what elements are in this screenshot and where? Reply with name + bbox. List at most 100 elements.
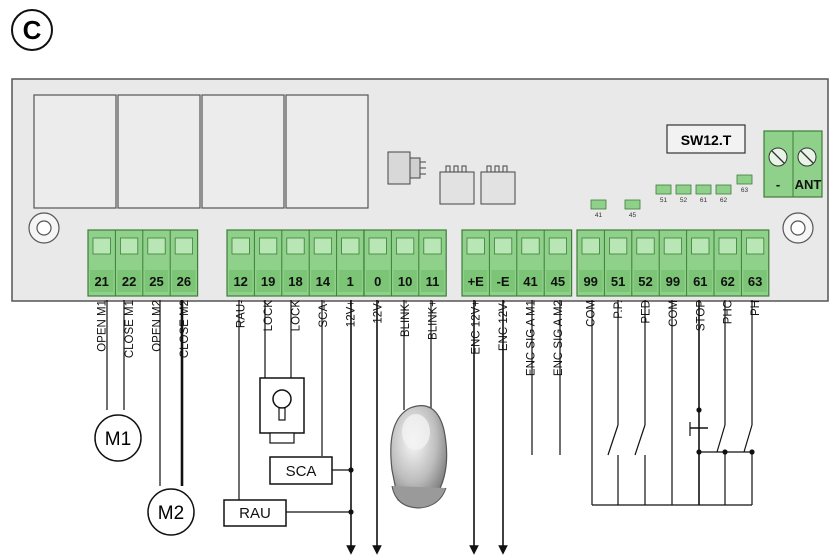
antenna-ant-label: ANT: [795, 177, 822, 192]
input-contacts: [591, 300, 755, 506]
control-board: SW12.T - ANT 41 45 51 52 61 62 63: [11, 78, 829, 302]
terminal-pin[interactable]: 14: [308, 230, 335, 296]
jumper-group: 41 45 51 52 61 62 63: [590, 174, 753, 219]
terminal-pin[interactable]: 62: [713, 230, 740, 296]
wire-label: SCA-: [318, 300, 330, 328]
rau-device: RAU: [223, 300, 354, 527]
wire-label: P.P.: [613, 300, 625, 319]
wire-label: RAU-: [236, 300, 248, 328]
terminal-block-2[interactable]: 12 19 18 14 1: [226, 229, 365, 297]
jumper-label: 51: [660, 197, 668, 204]
terminal-pin[interactable]: -E: [488, 230, 515, 296]
wire-label: ENC 12V-: [498, 300, 510, 351]
terminal-pin[interactable]: 99: [579, 237, 603, 292]
motor-m1: M1: [94, 300, 142, 462]
terminal-pin-label: -E: [497, 274, 510, 289]
jumper[interactable]: 62: [715, 184, 732, 204]
terminal-pin[interactable]: 52: [631, 230, 658, 296]
wire-label: PED: [641, 300, 653, 324]
terminal-block-1[interactable]: 21 22 25 26: [87, 229, 199, 297]
terminal-pin[interactable]: 0: [366, 237, 390, 292]
relay-1: [33, 94, 117, 209]
terminal-pin-label: 25: [149, 274, 163, 289]
wire-label: OPEN M2: [152, 300, 164, 352]
terminal-pin[interactable]: 12: [229, 237, 253, 292]
encoder-wires: [469, 300, 561, 555]
terminal-pin-label: 41: [523, 274, 537, 289]
terminal-block-4[interactable]: +E -E 41 45: [461, 229, 573, 297]
terminal-pin-label: 1: [347, 274, 354, 289]
wire-label: 12V-: [373, 300, 385, 324]
terminal-pin[interactable]: 63: [740, 230, 767, 296]
rau-label: RAU: [239, 505, 271, 522]
terminal-pin-label: 10: [398, 274, 412, 289]
wire-label: PH: [750, 300, 762, 316]
model-label-box: [666, 124, 746, 154]
terminal-pin-label: 26: [177, 274, 191, 289]
power-wires: [346, 300, 382, 555]
model-label: SW12.T: [681, 132, 732, 148]
diagram-letter-text: C: [23, 15, 42, 45]
jumper[interactable]: 41: [590, 199, 607, 219]
terminal-pin[interactable]: 61: [686, 230, 712, 296]
wire-label: CLOSE M1: [124, 300, 136, 358]
terminal-pin[interactable]: 18: [281, 230, 308, 296]
jumper[interactable]: 51: [655, 184, 672, 204]
terminal-pin[interactable]: 11: [418, 230, 445, 296]
terminal-block-3[interactable]: 0 10 11: [363, 229, 447, 297]
terminal-block-5[interactable]: 99 51 52 99 61 62 63: [576, 229, 770, 297]
wire-label: LOCK: [291, 300, 303, 332]
diagram-letter: C: [11, 9, 53, 51]
terminal-pin[interactable]: 19: [253, 230, 280, 296]
jumper-label: 41: [595, 212, 603, 219]
jumper[interactable]: 63: [736, 174, 753, 194]
relay-4: [285, 94, 369, 209]
jumper-label: 52: [680, 197, 688, 204]
wire-label: PHC: [723, 300, 735, 324]
terminal-pin-label: 12: [233, 274, 247, 289]
terminal-pin-label: 62: [720, 274, 734, 289]
wire-label: COM: [668, 300, 680, 327]
terminal-pin[interactable]: 99: [658, 230, 685, 296]
terminal-pin-label: 51: [611, 274, 625, 289]
terminal-pin[interactable]: 21: [90, 237, 114, 292]
jumper[interactable]: 45: [624, 199, 641, 219]
terminal-pin-label: 22: [122, 274, 136, 289]
mounting-hole-right: [782, 212, 814, 244]
terminal-pin-label: 63: [748, 274, 762, 289]
electric-lock: [259, 300, 305, 444]
relay-2: [117, 94, 201, 209]
jumper-label: 63: [741, 187, 749, 194]
terminal-pin-label: 18: [288, 274, 302, 289]
terminal-pin[interactable]: 41: [516, 230, 543, 296]
sca-label: SCA: [286, 463, 317, 480]
chip-1: [439, 165, 475, 205]
terminal-pin[interactable]: 1: [336, 230, 362, 296]
mounting-hole-left: [28, 212, 60, 244]
terminal-pin-label: 99: [666, 274, 680, 289]
antenna-minus-label: -: [776, 177, 780, 192]
terminal-pin[interactable]: 10: [390, 230, 417, 296]
terminal-pin-label: 0: [374, 274, 381, 289]
jumper[interactable]: 52: [675, 184, 692, 204]
jumper-label: 62: [720, 197, 728, 204]
terminal-pin-label: 61: [693, 274, 707, 289]
terminal-pin[interactable]: 51: [603, 230, 630, 296]
motor-m2: M2: [147, 300, 195, 536]
motor-m2-label: M2: [158, 503, 184, 524]
terminal-pin[interactable]: 26: [169, 230, 196, 296]
terminal-pin[interactable]: +E: [464, 237, 488, 292]
antenna-terminal[interactable]: - ANT: [763, 130, 823, 198]
terminal-pin-label: +E: [468, 274, 485, 289]
terminal-pin[interactable]: 45: [543, 230, 570, 296]
blinker-lamp-icon: [390, 300, 448, 509]
wire-label: BLINK-: [400, 300, 412, 337]
jumper[interactable]: 61: [695, 184, 712, 204]
wire-label: BLINK+: [428, 300, 440, 340]
wire-label: ENC SIG A M2: [553, 300, 565, 376]
terminal-pin[interactable]: 22: [114, 230, 141, 296]
terminal-pin-label: 11: [426, 274, 440, 289]
terminal-pin[interactable]: 25: [142, 230, 169, 296]
